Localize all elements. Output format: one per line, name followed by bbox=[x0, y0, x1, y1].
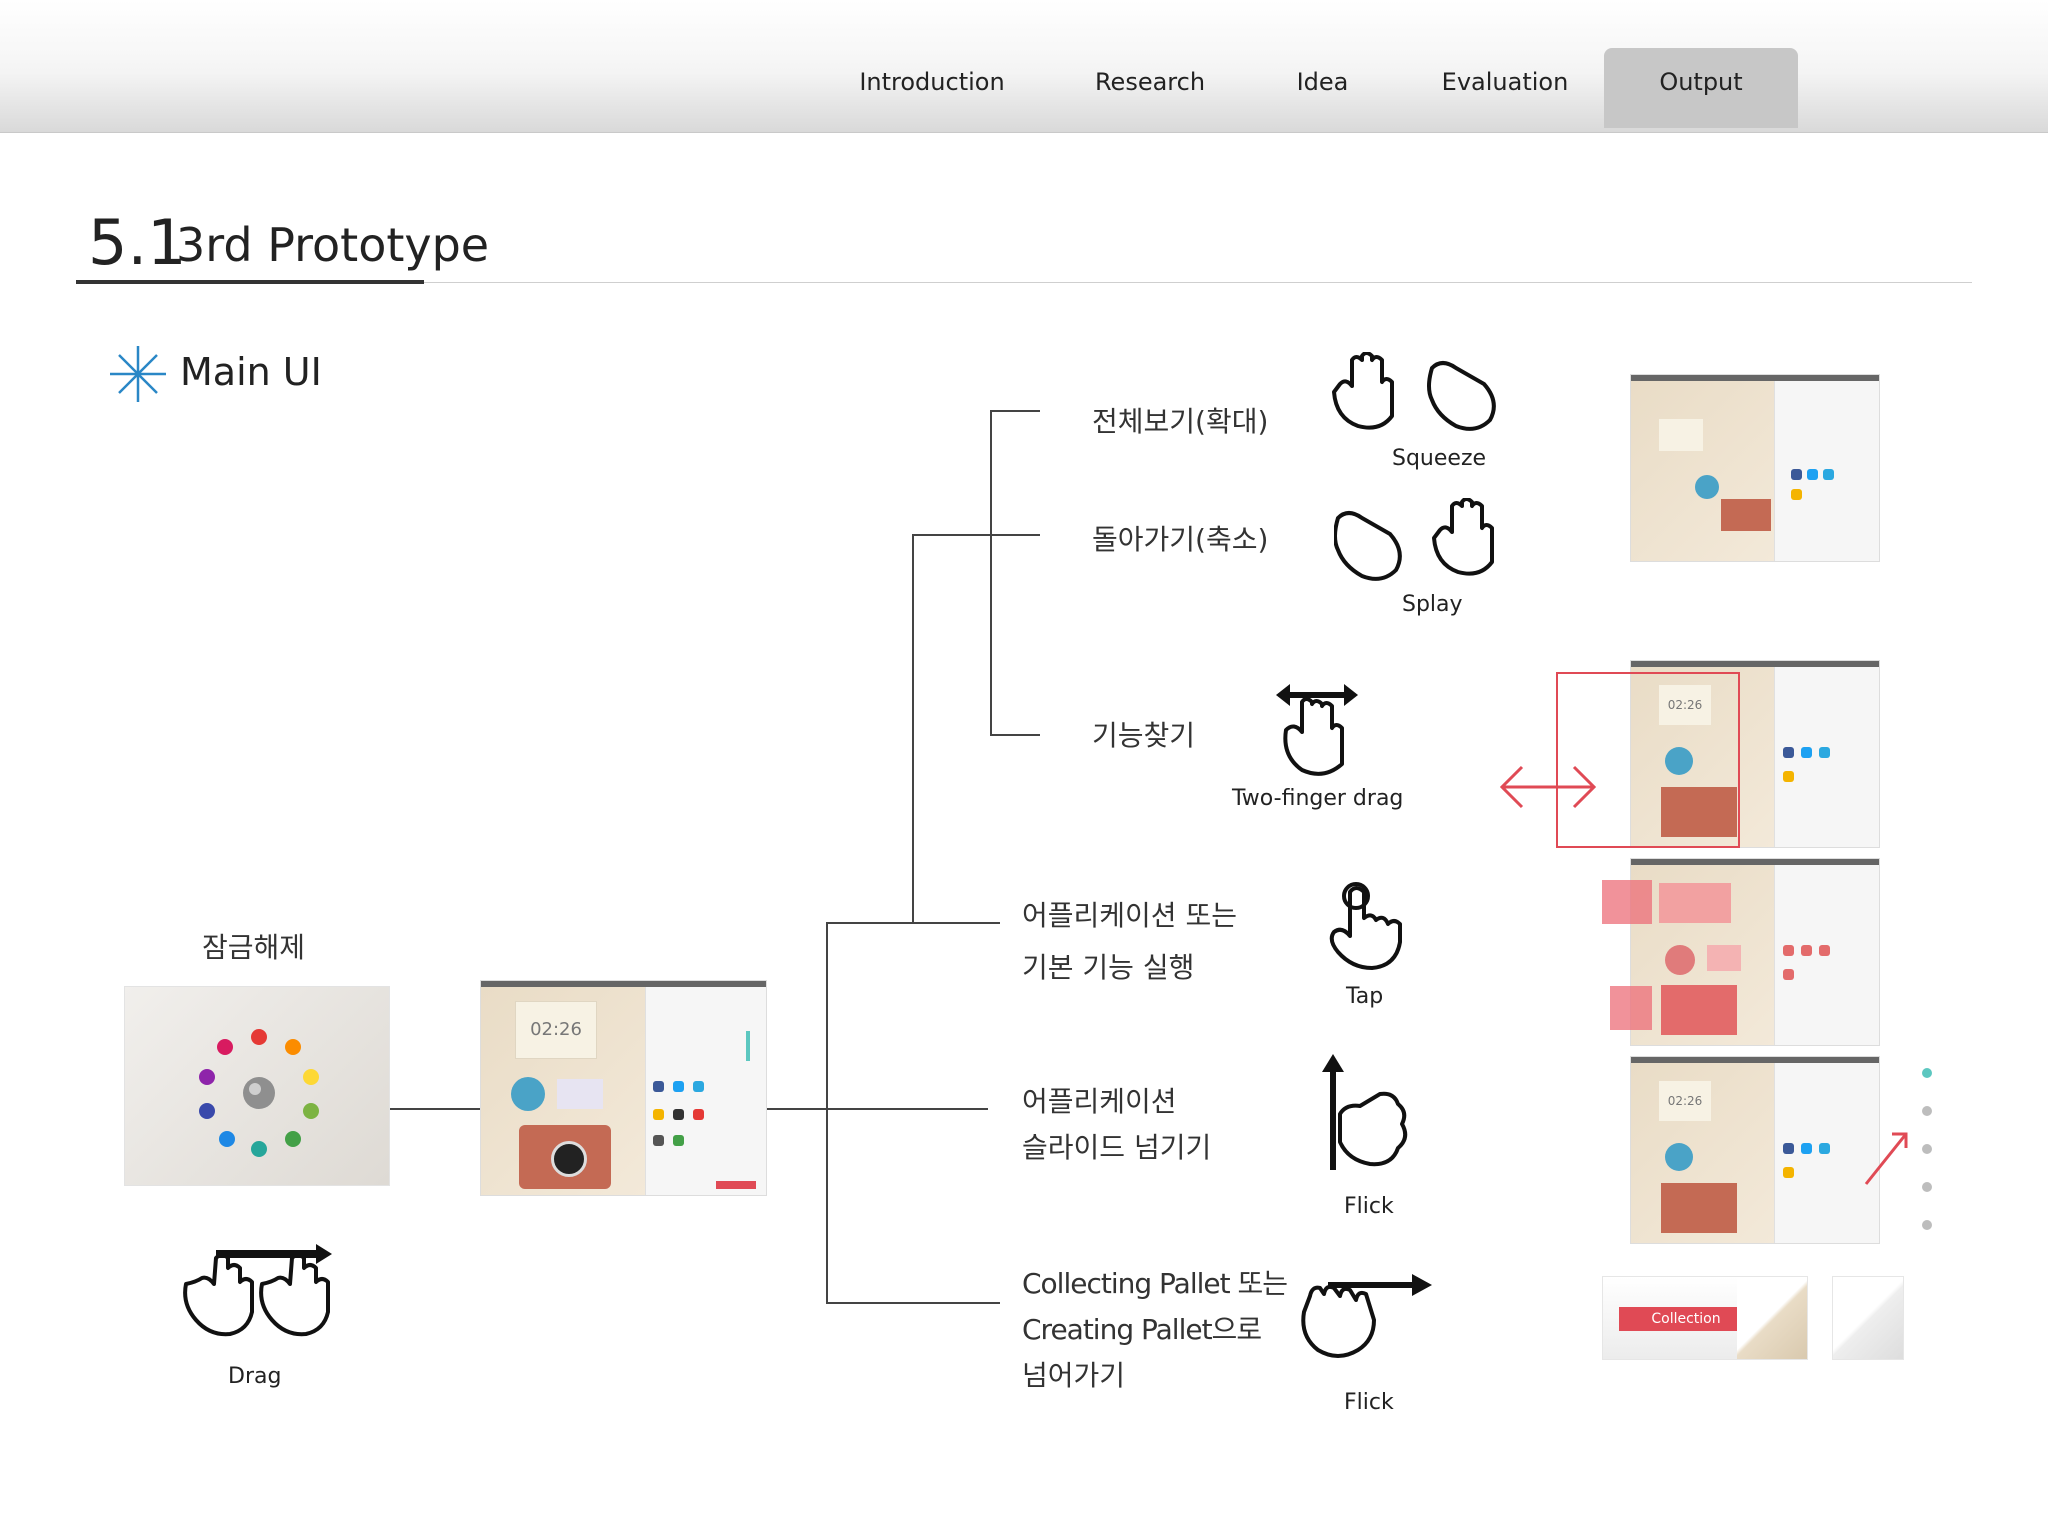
creating-pallet-tab[interactable] bbox=[1832, 1276, 1904, 1360]
unlock-label: 잠금해제 bbox=[202, 931, 306, 964]
connector-line bbox=[826, 922, 828, 1304]
connector-line bbox=[912, 534, 1040, 536]
connector-line bbox=[990, 410, 1040, 412]
connector-line bbox=[826, 1302, 1000, 1304]
color-wheel-icon bbox=[199, 1029, 319, 1157]
run-label-line2: 기본 기능 실행 bbox=[1022, 951, 1195, 984]
highlight-box bbox=[1610, 986, 1652, 1030]
asterisk-icon bbox=[110, 346, 166, 402]
run-label-line1: 어플리케이션 또는 bbox=[1022, 899, 1237, 932]
zoom-in-label: 전체보기(확대) bbox=[1092, 405, 1269, 438]
collection-pallet-tab[interactable]: Collection bbox=[1602, 1276, 1808, 1360]
clock-widget: 02:26 bbox=[1659, 1081, 1711, 1121]
run-screen-thumbnail bbox=[1630, 858, 1880, 1046]
nav-research[interactable]: Research bbox=[1094, 68, 1206, 96]
flick-label-2: Flick bbox=[1344, 1390, 1394, 1415]
page-indicator-dot[interactable] bbox=[1922, 1106, 1932, 1116]
pallet-label-line1: Collecting Pallet 또는 bbox=[1022, 1267, 1288, 1300]
slide-screen-thumbnail: 02:26 bbox=[1630, 1056, 1880, 1244]
swipe-arrow-icon bbox=[1864, 1132, 1908, 1185]
double-arrow-icon bbox=[1499, 765, 1597, 809]
drag-gesture-icon bbox=[183, 1244, 332, 1337]
clock-widget: 02:26 bbox=[515, 1001, 597, 1059]
connector-line bbox=[912, 534, 914, 924]
connector-line bbox=[990, 410, 992, 736]
highlight-box bbox=[1602, 880, 1652, 924]
two-finger-drag-label: Two-finger drag bbox=[1232, 786, 1404, 811]
home-screen-thumbnail: 02:26 bbox=[480, 980, 767, 1196]
splay-gesture-icon bbox=[1334, 498, 1494, 581]
slide-label-line2: 슬라이드 넘기기 bbox=[1022, 1131, 1212, 1164]
nav-evaluation[interactable]: Evaluation bbox=[1441, 68, 1569, 96]
page-indicator-dot[interactable] bbox=[1922, 1182, 1932, 1192]
two-finger-drag-icon bbox=[1276, 684, 1358, 776]
page-indicator-dot[interactable] bbox=[1922, 1144, 1932, 1154]
flick-up-gesture-icon bbox=[1322, 1054, 1408, 1170]
page-indicator-dot[interactable] bbox=[1922, 1068, 1932, 1078]
nav-output[interactable]: Output bbox=[1604, 48, 1798, 128]
squeeze-label: Squeeze bbox=[1392, 446, 1487, 471]
pallet-label-line3: 넘어가기 bbox=[1022, 1359, 1126, 1392]
collection-label: Collection bbox=[1619, 1307, 1753, 1331]
section-number: 5.1 bbox=[88, 206, 187, 279]
connector-line bbox=[990, 734, 1040, 736]
overview-screen-thumbnail bbox=[1630, 374, 1880, 562]
tap-label: Tap bbox=[1346, 984, 1384, 1009]
nav-introduction[interactable]: Introduction bbox=[859, 68, 1005, 96]
pallet-label-line2: Creating Pallet으로 bbox=[1022, 1313, 1262, 1346]
slide-label-line1: 어플리케이션 bbox=[1022, 1085, 1177, 1118]
splay-label: Splay bbox=[1402, 592, 1463, 617]
find-label: 기능찾기 bbox=[1092, 719, 1196, 752]
page-indicator-dot[interactable] bbox=[1922, 1220, 1932, 1230]
tap-gesture-icon bbox=[1329, 882, 1402, 970]
clock-widget: 02:26 bbox=[1659, 685, 1711, 725]
nav-idea[interactable]: Idea bbox=[1296, 68, 1349, 96]
page-title: 3rd Prototype bbox=[176, 218, 490, 272]
flick-right-gesture-icon bbox=[1301, 1274, 1432, 1358]
find-screen-thumbnail: 02:26 bbox=[1630, 660, 1880, 848]
unlock-screen bbox=[124, 986, 390, 1186]
title-underline bbox=[76, 280, 424, 284]
connector-line bbox=[766, 1108, 988, 1110]
section-label: Main UI bbox=[180, 350, 322, 394]
zoom-out-label: 돌아가기(축소) bbox=[1092, 523, 1269, 556]
drag-label: Drag bbox=[228, 1364, 282, 1389]
flick-label: Flick bbox=[1344, 1194, 1394, 1219]
squeeze-gesture-icon bbox=[1332, 352, 1496, 431]
selection-frame bbox=[1556, 672, 1740, 848]
title-divider bbox=[76, 282, 1972, 283]
connector-line bbox=[390, 1108, 484, 1110]
connector-line bbox=[990, 534, 1040, 536]
